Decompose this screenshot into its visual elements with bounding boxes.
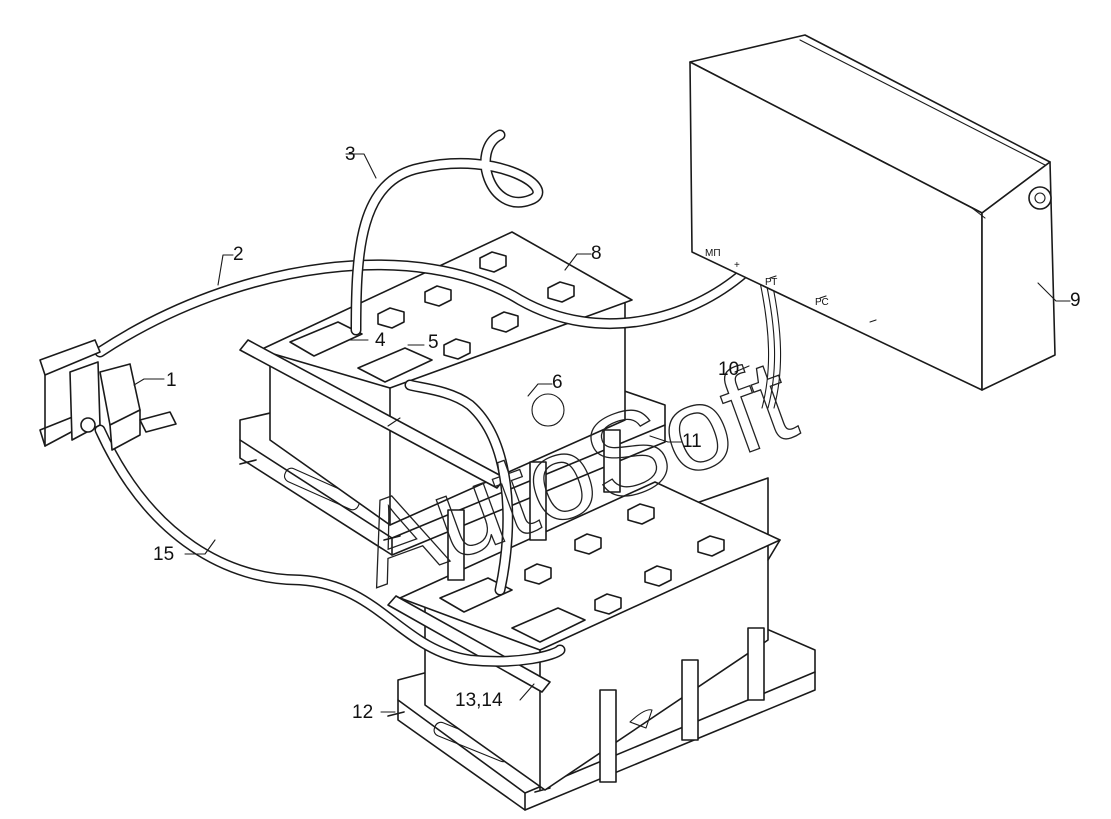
lower-terminal-cover-left	[439, 577, 513, 613]
callout-11: 11	[682, 431, 702, 452]
box-marking-mp: МП	[705, 248, 721, 259]
callout-13-14: 13,14	[455, 690, 503, 711]
lock-icon	[1028, 186, 1052, 210]
cables	[94, 129, 782, 667]
callout-15: 15	[153, 544, 174, 565]
battery-switch	[39, 339, 177, 451]
callouts: 1 2 3 4 5 6 8 9 10 11 12 13,14 15	[153, 144, 1081, 723]
box-marking-rs: РС	[815, 297, 829, 308]
control-box-side	[981, 161, 1056, 391]
callout-10: 10	[718, 359, 739, 380]
callout-8: 8	[591, 243, 602, 264]
box-marking-rt: РТ	[765, 277, 777, 288]
callout-6: 6	[552, 372, 563, 393]
lower-terminal-cover-right	[511, 607, 586, 643]
upper-terminal-cover-right	[357, 347, 433, 383]
callout-4: 4	[375, 330, 386, 351]
upper-terminal-cover-left	[289, 321, 363, 357]
callout-5: 5	[428, 332, 439, 353]
upper-battery-caps	[377, 251, 575, 360]
callout-9: 9	[1070, 290, 1081, 311]
callout-12: 12	[352, 702, 373, 723]
box-marking-plus: +	[734, 260, 740, 271]
callout-2: 2	[233, 244, 244, 265]
lower-battery-caps	[524, 503, 725, 615]
leader-lines	[133, 153, 1071, 713]
upper-battery	[239, 231, 633, 581]
callout-3: 3	[345, 144, 356, 165]
control-box: МП + РТ РС	[689, 34, 1056, 391]
callout-1: 1	[166, 370, 177, 391]
lower-battery	[387, 477, 781, 791]
